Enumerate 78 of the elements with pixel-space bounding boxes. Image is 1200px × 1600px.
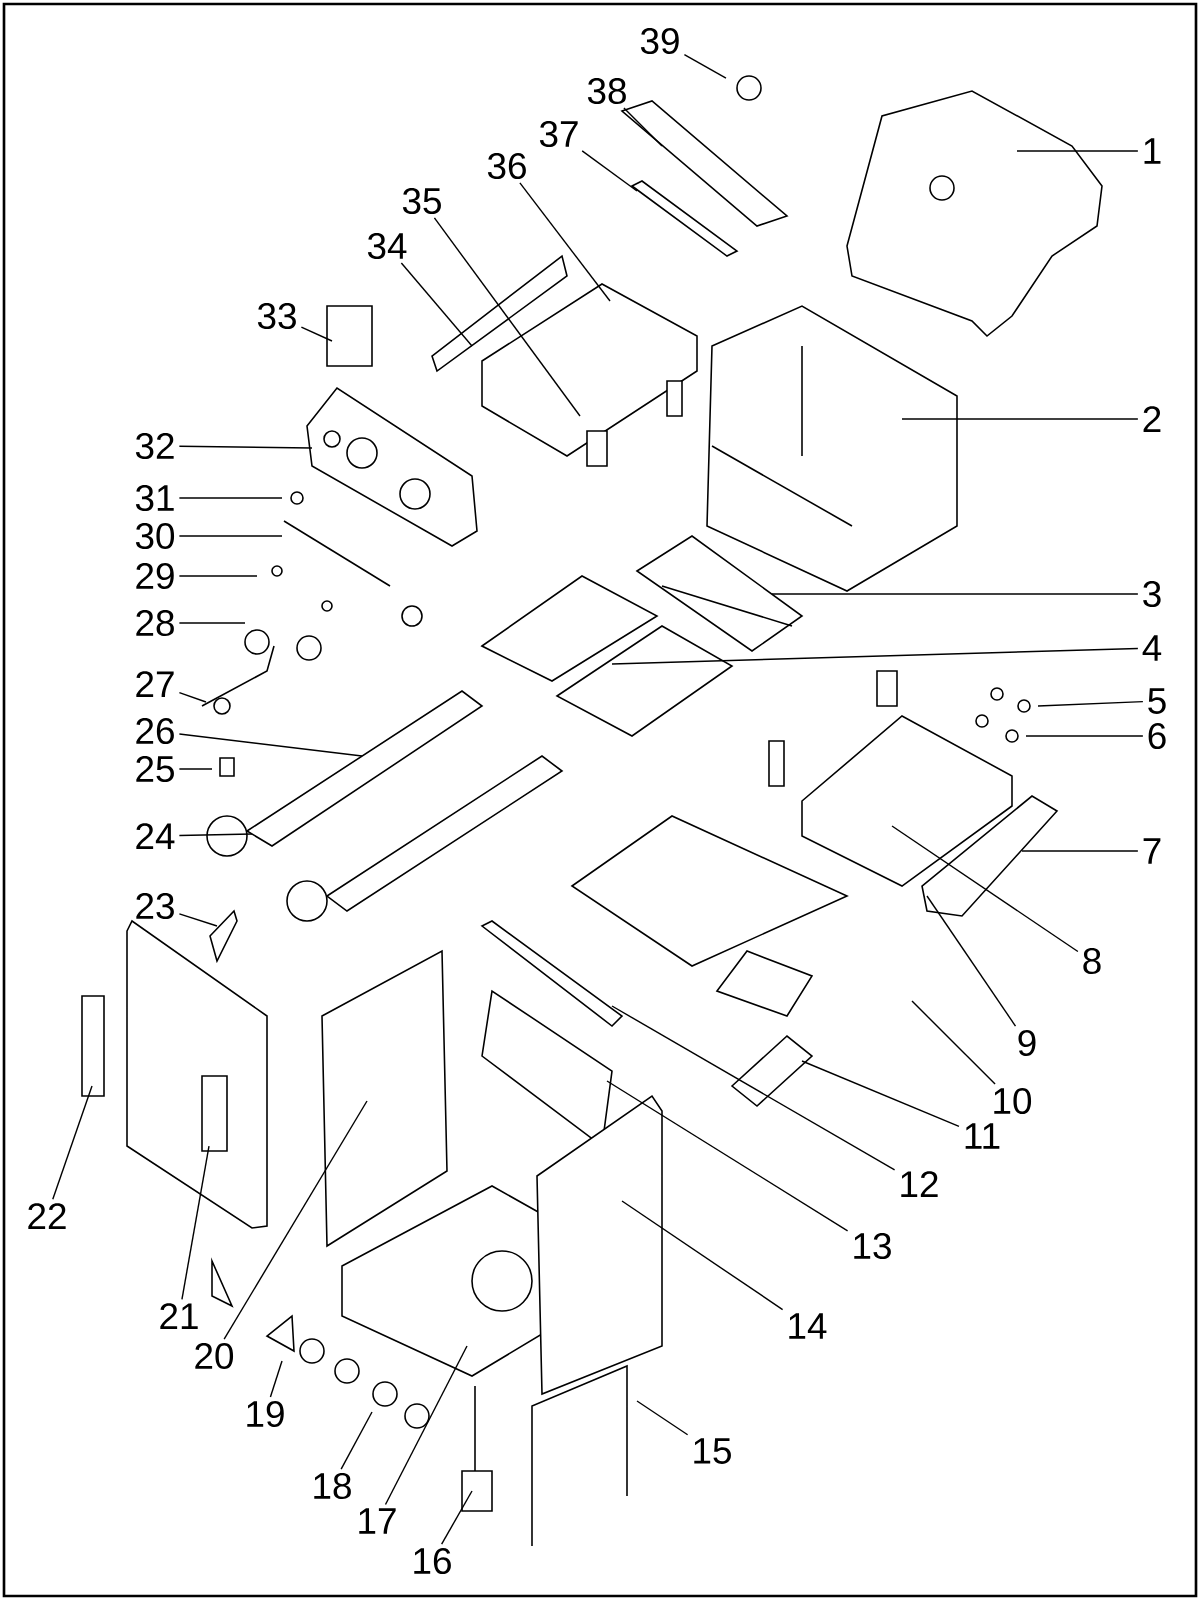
callout-number: 36 [487, 152, 526, 180]
leader-line [1025, 735, 1144, 737]
callout-number: 16 [414, 1547, 451, 1575]
callout-number: 14 [789, 1313, 827, 1339]
callout-number: 27 [136, 671, 174, 697]
leader-line [683, 53, 727, 79]
callout-number: 37 [539, 120, 578, 148]
callout-number: 32 [135, 432, 174, 460]
callout-number: 17 [359, 1508, 396, 1534]
leader-line [400, 262, 473, 347]
leader-line [300, 326, 333, 342]
leader-line [911, 1000, 996, 1085]
callout-number: 8 [1083, 947, 1101, 975]
callout-number: 28 [136, 609, 174, 637]
leader-line [606, 1080, 849, 1232]
callout-number: 38 [587, 77, 626, 105]
leader-line [269, 1360, 283, 1398]
leader-line [611, 1005, 896, 1171]
leader-line [178, 622, 246, 624]
leader-line [801, 1060, 960, 1128]
leader-line [623, 107, 663, 147]
callout-number: 13 [854, 1232, 891, 1260]
leader-line [178, 733, 363, 757]
leader-line [340, 1411, 373, 1470]
leader-line [384, 1345, 468, 1506]
callout-number: 5 [1148, 688, 1166, 714]
callout-number: 34 [367, 232, 407, 260]
callout-number: 6 [1148, 722, 1166, 750]
leader-line [178, 535, 283, 537]
callout-number: 39 [640, 27, 679, 55]
leader-line [891, 825, 1079, 953]
callout-number: 30 [135, 522, 175, 550]
callout-number: 18 [314, 1472, 351, 1500]
leader-line [440, 1490, 473, 1545]
leader-line [178, 497, 283, 499]
leader-line [178, 691, 207, 703]
callout-number: 11 [965, 1123, 1000, 1149]
leader-line [178, 913, 218, 927]
leader-line [519, 182, 611, 302]
callout-number: 10 [994, 1087, 1032, 1115]
callout-number: 35 [402, 187, 441, 215]
leader-line [901, 418, 1139, 420]
leader-line [771, 593, 1139, 595]
leader-line [181, 1145, 210, 1300]
callout-number: 1 [1144, 138, 1161, 164]
callout-number: 9 [1018, 1029, 1036, 1057]
leader-line [1021, 850, 1139, 852]
leader-line [178, 445, 313, 449]
callout-number: 21 [160, 1303, 198, 1329]
callout-number: 20 [195, 1342, 234, 1370]
callout-number: 19 [247, 1400, 284, 1428]
leader-line [1037, 700, 1144, 707]
callout-number: 4 [1142, 635, 1162, 661]
leader-line [611, 647, 1139, 665]
leader-line [926, 895, 1017, 1027]
leader-line [178, 833, 253, 837]
callout-number: 23 [136, 892, 174, 920]
callout-number: 29 [136, 562, 174, 590]
callout-number: 12 [901, 1171, 938, 1197]
callout-number: 24 [136, 823, 175, 849]
callout-number: 15 [694, 1438, 731, 1464]
leader-line [621, 1200, 784, 1311]
leader-line [636, 1400, 689, 1436]
callout-number: 2 [1143, 406, 1161, 432]
leader-line [1016, 150, 1139, 152]
callout-number: 22 [28, 1203, 66, 1229]
leader-line [433, 217, 581, 417]
leader-line [178, 768, 213, 770]
leader-line [178, 575, 258, 577]
callout-number: 26 [136, 717, 174, 745]
leader-line [223, 1100, 368, 1340]
callout-number: 33 [257, 302, 296, 330]
callout-number: 31 [135, 484, 174, 512]
leader-line [581, 150, 638, 192]
callout-number: 7 [1143, 838, 1161, 864]
callout-number: 3 [1143, 580, 1161, 608]
callout-number: 25 [136, 755, 174, 783]
leader-line [52, 1085, 93, 1200]
